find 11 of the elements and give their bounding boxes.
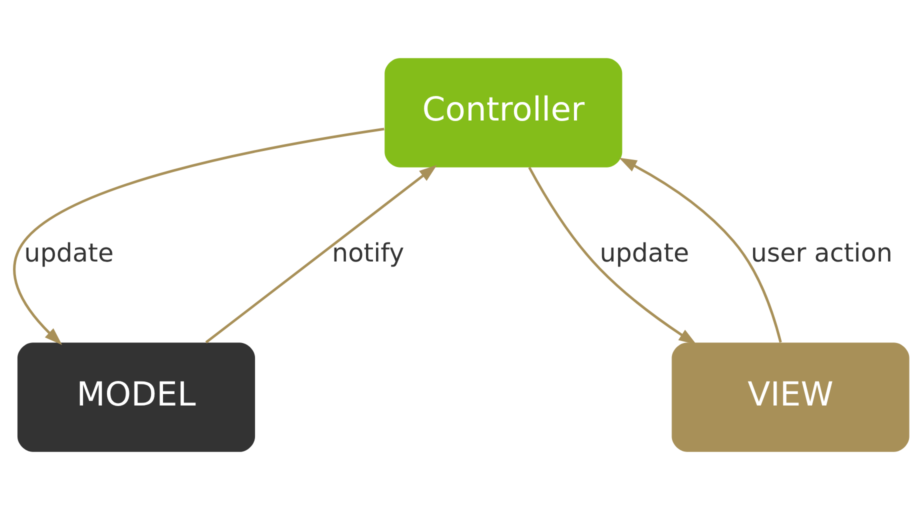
node-box: MODEL: [17, 342, 256, 452]
node-box: Controller: [384, 58, 622, 167]
arrow: [205, 164, 437, 343]
node-box: VIEW: [672, 342, 910, 452]
arrow: [13, 127, 384, 344]
edge-label: notify: [332, 236, 404, 267]
arrow: [528, 166, 697, 344]
edge-label: user action: [750, 236, 892, 267]
arrow: [618, 157, 782, 342]
edge-label: update: [24, 236, 114, 267]
edge-label: update: [600, 236, 690, 267]
